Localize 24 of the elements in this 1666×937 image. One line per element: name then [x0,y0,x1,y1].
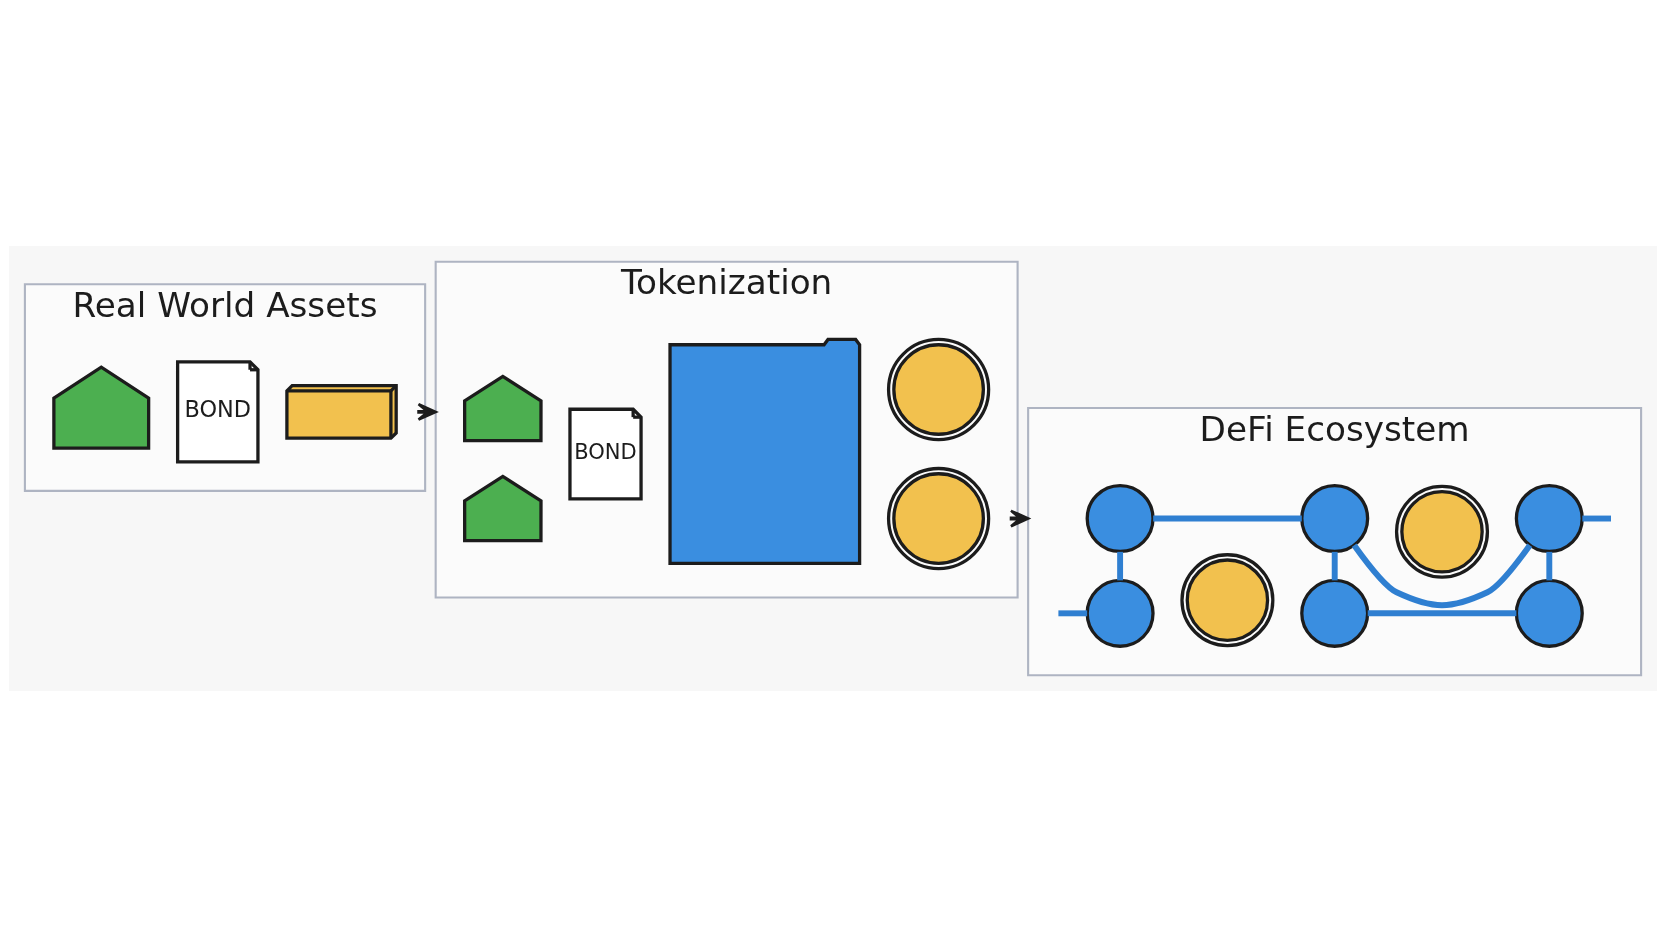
connector [1351,543,1533,609]
node-house [52,365,151,450]
node-circle [1085,578,1155,648]
node-circle [1300,483,1370,554]
connector [1331,551,1338,581]
node-circle [1085,483,1155,554]
node-circle [1514,578,1584,648]
node-circle [1300,578,1370,648]
node-circle [1514,483,1584,554]
node-house [463,374,543,443]
node-circle [886,337,991,442]
connector [1367,610,1517,617]
connector [1058,610,1088,617]
node-circle [1394,484,1490,579]
node-box [668,337,862,565]
node-circle [886,466,991,571]
connector [1117,551,1124,581]
connector [1582,515,1612,522]
node-house [463,474,543,543]
node-circle [1180,553,1275,648]
cluster: DeFi Ecosystem [1027,406,1643,677]
connector [1153,515,1302,522]
arrow [1009,509,1030,528]
connector [1546,551,1553,581]
